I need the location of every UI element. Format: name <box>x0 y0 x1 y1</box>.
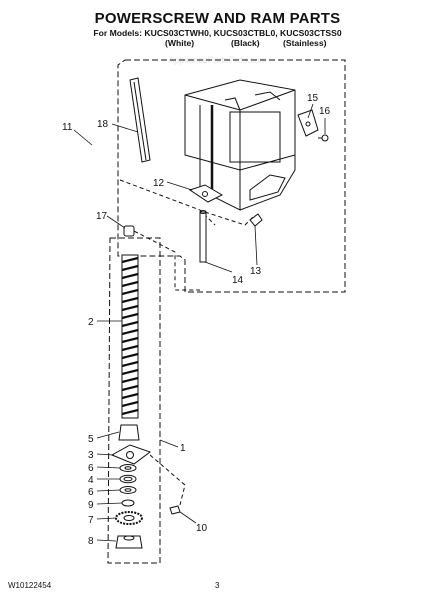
variant-black: (Black) <box>231 38 260 48</box>
callout-1: 1 <box>180 443 186 454</box>
ram-box <box>184 79 296 211</box>
part-2-powerscrew <box>121 254 139 419</box>
document-number: W10122454 <box>8 581 52 590</box>
callout-5: 5 <box>88 434 94 445</box>
connector-line <box>127 227 200 291</box>
connector-line <box>149 454 186 506</box>
callout-17: 17 <box>96 211 108 222</box>
callout-18: 18 <box>97 119 109 130</box>
variant-stainless: (Stainless) <box>283 38 327 48</box>
part-14-rod <box>199 210 207 263</box>
ram-assembly-outline <box>117 59 346 293</box>
callout-4: 4 <box>88 475 94 486</box>
part-6-washer <box>119 464 137 472</box>
callout-9: 9 <box>88 500 94 511</box>
part-5-coupling <box>118 424 140 441</box>
part-17-cap <box>123 225 135 237</box>
part-10-screw <box>169 505 181 515</box>
callout-15: 15 <box>307 93 319 104</box>
variant-white: (White) <box>165 38 195 48</box>
part-6-washer <box>119 486 137 494</box>
callout-6b: 6 <box>88 487 94 498</box>
callout-2: 2 <box>88 317 94 328</box>
part-12-bracket <box>188 184 224 203</box>
page-number: 3 <box>215 581 220 590</box>
part-18-strip <box>129 77 151 163</box>
callout-3: 3 <box>88 450 94 461</box>
page-title: POWERSCREW AND RAM PARTS <box>94 10 341 27</box>
callout-12: 12 <box>153 178 165 189</box>
callout-13: 13 <box>250 266 262 277</box>
part-16-screw <box>318 134 329 142</box>
connector-line <box>119 179 216 226</box>
callout-6a: 6 <box>88 463 94 474</box>
connector-line <box>204 211 256 226</box>
leader-lines <box>73 103 326 542</box>
part-3-plate <box>110 444 152 465</box>
callout-11: 11 <box>62 122 73 133</box>
part-8-nut <box>115 535 143 549</box>
part-15-bracket <box>297 109 319 137</box>
part-9-spacer <box>121 499 135 507</box>
callout-10: 10 <box>196 523 208 534</box>
part-7-sprocket <box>115 511 143 525</box>
model-list: For Models: KUCS03CTWH0, KUCS03CTBL0, KU… <box>93 28 342 38</box>
callout-8: 8 <box>88 536 94 547</box>
callout-labels: 11 18 15 16 12 17 14 13 2 1 5 3 6 4 6 9 … <box>62 93 331 547</box>
callout-14: 14 <box>232 275 244 286</box>
part-4-bearing <box>119 474 137 484</box>
part-13-screw <box>249 213 263 227</box>
callout-16: 16 <box>319 106 331 117</box>
callout-7: 7 <box>88 515 94 526</box>
